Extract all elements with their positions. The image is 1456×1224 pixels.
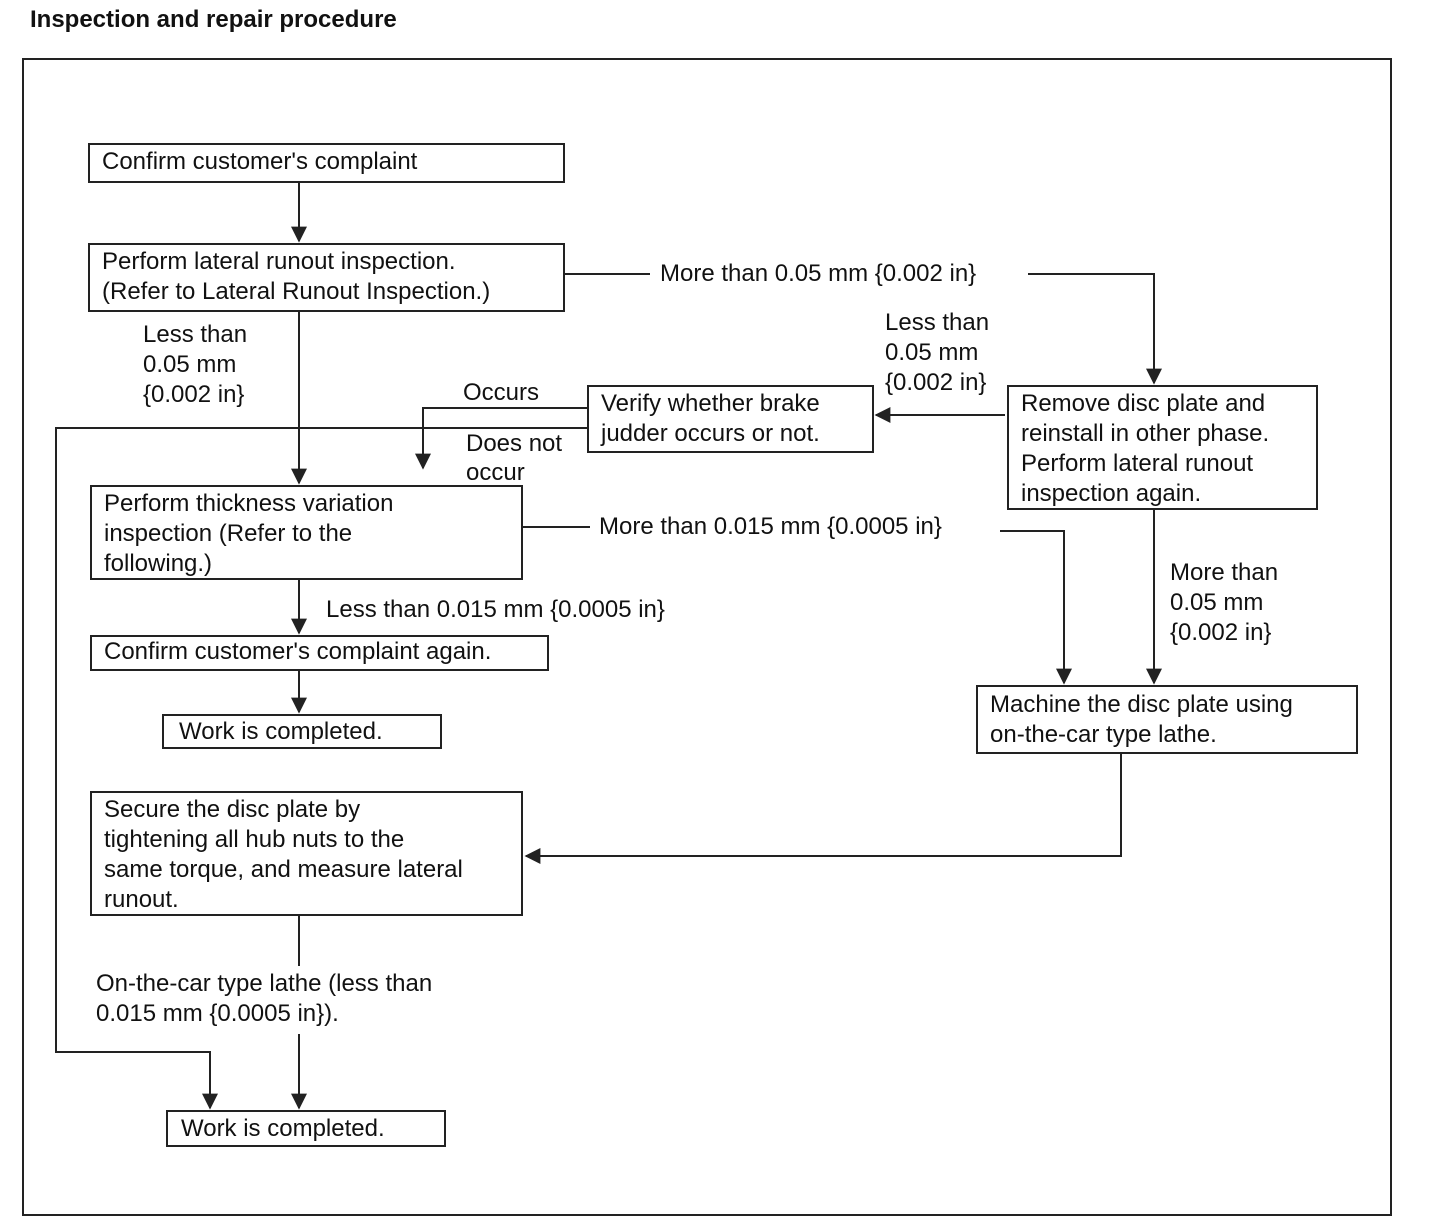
confirm-complaint-box: Confirm customer's complaint <box>88 143 565 183</box>
thickness-variation-box: Perform thickness variation inspection (… <box>90 485 523 580</box>
thickness-more-label: More than 0.015 mm {0.0005 in} <box>599 513 942 540</box>
machine-disc-box: Machine the disc plate using on-the-car … <box>976 685 1358 754</box>
page-title: Inspection and repair procedure <box>30 6 397 33</box>
does-not-occur-label: Does not occur <box>466 430 563 486</box>
work-completed-box-2: Work is completed. <box>166 1110 446 1147</box>
diagram-frame <box>22 58 1392 1216</box>
confirm-again-box: Confirm customer's complaint again. <box>90 635 549 671</box>
arrow-verify-occurs <box>55 427 587 1110</box>
remove-less-label: Less than 0.05 mm {0.002 in} <box>885 309 990 396</box>
remove-disc-box: Remove disc plate and reinstall in other… <box>1007 385 1318 510</box>
occurs-label: Occurs <box>463 379 540 406</box>
runout-more-label: More than 0.05 mm {0.002 in} <box>660 260 977 287</box>
thickness-less-label: Less than 0.015 mm {0.0005 in} <box>326 596 665 623</box>
lathe-result-label: On-the-car type lathe (less than 0.015 m… <box>96 969 437 1029</box>
work-completed-box-1: Work is completed. <box>162 714 442 749</box>
runout-less-label: Less than 0.05 mm {0.002 in} <box>143 321 248 408</box>
arrow-verify-does-not-occur <box>415 407 587 470</box>
verify-judder-box: Verify whether brake judder occurs or no… <box>587 385 874 453</box>
secure-disc-box: Secure the disc plate by tightening all … <box>90 791 523 916</box>
lateral-runout-box: Perform lateral runout inspection. (Refe… <box>88 243 565 312</box>
arrow-machine-to-secure <box>524 754 1122 864</box>
remove-more-label: More than 0.05 mm {0.002 in} <box>1170 559 1279 646</box>
